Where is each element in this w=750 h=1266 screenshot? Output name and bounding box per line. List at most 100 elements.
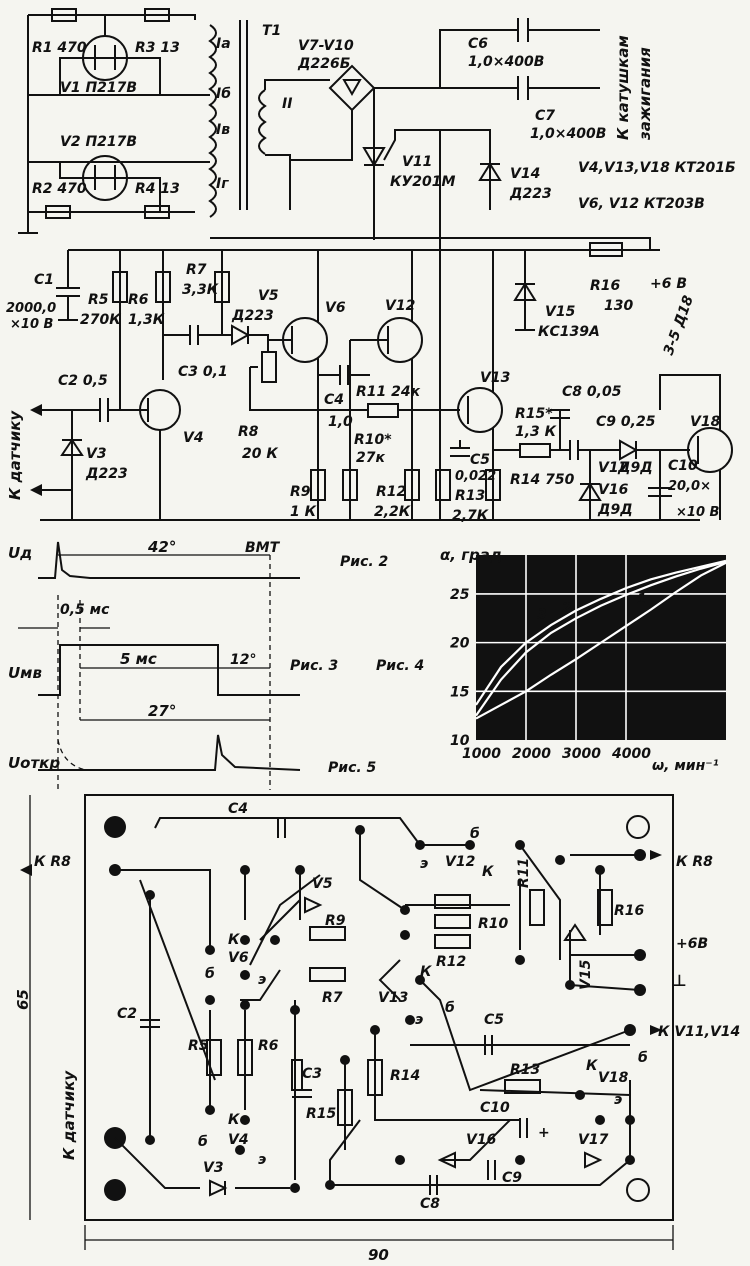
pcb-v6: V6 <box>228 950 249 966</box>
pcb-r10: R10 <box>478 916 509 932</box>
pcb-b4: б <box>638 1050 648 1066</box>
label-r16v: 130 <box>604 298 633 314</box>
resistor-r11 <box>367 403 399 418</box>
transistor-v18 <box>687 427 733 473</box>
transistor-v13 <box>457 387 503 433</box>
pcb-r9: R9 <box>325 913 346 929</box>
label-ms5: 5 мс <box>120 650 157 668</box>
label-fig4: Рис. 4 <box>376 658 424 674</box>
label-r12v: 2,2К <box>374 504 411 520</box>
chart-xtick-label: 2000 <box>512 746 551 762</box>
diode-v3 <box>60 438 84 456</box>
diode-v17 <box>619 439 639 461</box>
pcb-b3: б <box>445 1000 455 1016</box>
label-v11: V11 <box>402 154 432 170</box>
pcb-v15: V15 <box>578 959 594 990</box>
label-v17: V17 <box>598 460 629 476</box>
pcb-e3: э <box>415 1012 423 1028</box>
label-note2: V6, V12 КТ203В <box>578 196 705 212</box>
label-v12: V12 <box>385 298 415 314</box>
chart-xtick-label: 3000 <box>562 746 601 762</box>
label-v15t: КС139А <box>538 324 600 340</box>
label-deg12: 12° <box>230 652 256 668</box>
label-note1: V4,V13,V18 КТ201Б <box>578 160 736 176</box>
label-c7: C7 <box>535 108 555 124</box>
label-c8: C8 0,05 <box>562 384 622 400</box>
label-iv: Iв <box>216 122 230 138</box>
label-r7v: 3,3К <box>182 282 219 298</box>
label-v5: V5 <box>258 288 279 304</box>
pcb-c3: C3 <box>302 1066 322 1082</box>
chart-xtick-label: 1000 <box>462 746 501 762</box>
ignition-block <box>18 8 600 520</box>
chart-ytick-label: 10 <box>450 733 470 749</box>
label-c1v: 2000,0 <box>6 301 56 316</box>
label-v2: V2 П217В <box>60 134 137 150</box>
label-ib: Iб <box>216 86 231 102</box>
resistor-r8 <box>261 351 277 383</box>
label-deg42: 42° <box>147 538 176 556</box>
pcb-c4: C4 <box>228 801 248 817</box>
chart-series-line-2 <box>475 560 727 717</box>
pcb-r15: R15 <box>306 1106 337 1122</box>
pcb-e4: э <box>614 1092 622 1108</box>
pcb-e2: э <box>258 972 266 988</box>
pcb-sensor: К датчику <box>60 1070 78 1160</box>
pcb-kv11: К V11,V14 <box>658 1024 740 1040</box>
label-r5: R5 <box>88 292 109 308</box>
resistor-r1 <box>51 8 77 22</box>
pcb-v16: V16 <box>466 1132 497 1148</box>
characteristic-chart: 123 <box>475 555 727 740</box>
pcb-k2: К <box>228 932 240 948</box>
label-v16t: Д9Д <box>597 502 633 518</box>
label-v11t: КУ201М <box>390 174 455 190</box>
label-c2: C2 0,5 <box>58 373 108 389</box>
chart-series-label-3: 3 <box>537 607 547 623</box>
chart-series-line-3 <box>475 559 727 706</box>
chart-series-label-2: 2 <box>562 600 572 616</box>
label-r9v: 1 К <box>290 504 317 520</box>
label-r13: R13 <box>455 488 485 504</box>
label-r4: R4 13 <box>135 181 180 197</box>
label-r7: R7 <box>186 262 207 278</box>
chart-xtick-label: 4000 <box>611 746 651 762</box>
pcb-v5: V5 <box>312 876 333 892</box>
label-ud: Uд <box>8 544 32 562</box>
zener-v15 <box>513 282 537 301</box>
pcb-r14: R14 <box>390 1068 420 1084</box>
label-r6v: 1,3К <box>128 312 165 328</box>
pcb-layout <box>20 794 674 1250</box>
pcb-b1: б <box>470 826 480 842</box>
label-r16: R16 <box>590 278 621 294</box>
pcb-v3: V3 <box>203 1160 224 1176</box>
pcb-c10: C10 <box>480 1100 510 1116</box>
label-r6: R6 <box>128 292 149 308</box>
label-r8v: 20 К <box>242 446 278 462</box>
pcb-r7: R7 <box>322 990 343 1006</box>
label-r2: R2 470 <box>32 181 87 197</box>
pcb-gnd: ⊥ <box>672 971 687 990</box>
bridge-v7-v10 <box>328 64 376 112</box>
label-v4: V4 <box>183 430 204 446</box>
label-c4v: 1,0 <box>328 414 353 430</box>
label-v3t: Д223 <box>85 466 128 482</box>
label-c6: C6 <box>468 36 488 52</box>
label-c1: C1 <box>34 272 54 288</box>
label-ia: Iа <box>216 36 231 52</box>
label-v1: V1 П217В <box>60 80 137 96</box>
pcb-v12: V12 <box>445 854 475 870</box>
pcb-r11: R11 <box>516 858 532 888</box>
label-r15v: 1,3 К <box>515 424 557 440</box>
pcb-e1: э <box>420 856 428 872</box>
label-uotkr: Uоткр <box>8 754 60 772</box>
pcb-plus6: +6В <box>676 936 708 952</box>
label-v15: V15 <box>545 304 576 320</box>
chart-ytick-label: 20 <box>450 636 470 652</box>
pcb-r13: R13 <box>510 1062 540 1078</box>
pcb-e5: э <box>258 1152 266 1168</box>
label-umv: Uмв <box>8 664 42 682</box>
label-r10v: 27к <box>356 450 385 466</box>
pcb-b5: б <box>198 1134 208 1150</box>
